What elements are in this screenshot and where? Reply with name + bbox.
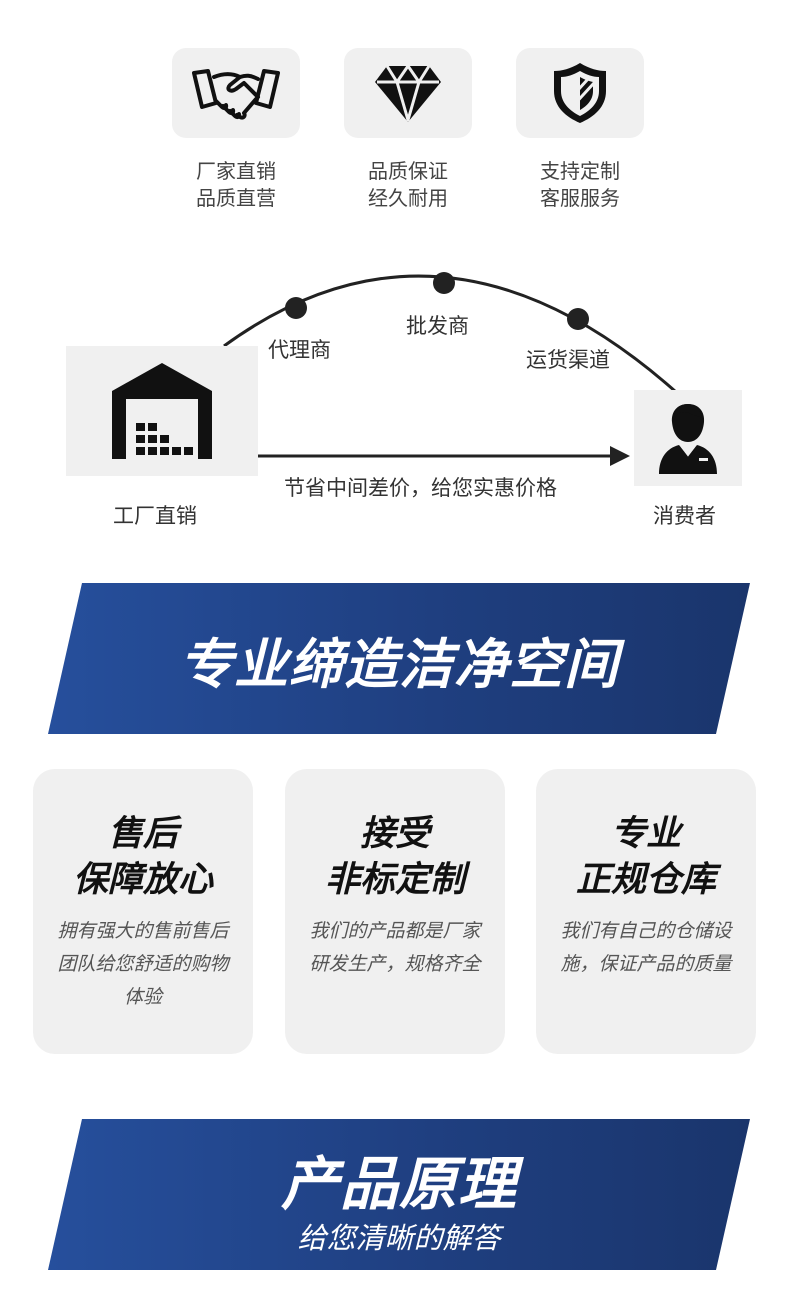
- wholesaler-label: 批发商: [406, 314, 469, 338]
- feature-line-1: 支持定制: [540, 159, 620, 183]
- feature-line-2: 品质直营: [196, 186, 276, 210]
- consumer-label: 消费者: [653, 504, 716, 528]
- feature-factory-direct: 厂家直销 品质直营: [172, 48, 300, 212]
- banner-title: 专业缔造洁净空间: [179, 633, 619, 696]
- card-title-line-1: 接受: [359, 814, 430, 854]
- card-title-line-2: 保障放心: [72, 860, 213, 900]
- diamond-icon: [375, 64, 441, 122]
- feature-line-2: 客服服务: [540, 186, 620, 210]
- card-description: 拥有强大的售前售后团队给您舒适的购物体验: [57, 920, 229, 1008]
- banner-clean-space: 专业缔造洁净空间: [48, 583, 750, 734]
- banner-title: 产品原理: [280, 1150, 517, 1218]
- card-description: 我们有自己的仓储设施，保证产品的质量: [560, 920, 732, 975]
- card-description: 我们的产品都是厂家研发生产，规格齐全: [309, 920, 481, 975]
- card-after-sales: 售后 保障放心 拥有强大的售前售后团队给您舒适的购物体验: [33, 769, 253, 1054]
- card-title-line-2: 正规仓库: [575, 860, 716, 900]
- feature-quality-guarantee: 品质保证 经久耐用: [344, 48, 472, 212]
- card-warehouse: 专业 正规仓库 我们有自己的仓储设施，保证产品的质量: [536, 769, 756, 1054]
- feature-icon-box: [516, 48, 644, 138]
- banner-product-principle: 产品原理 给您清晰的解答: [48, 1119, 750, 1270]
- warehouse-icon: [112, 363, 212, 459]
- wholesaler-dot: [433, 272, 455, 294]
- card-custom-order: 接受 非标定制 我们的产品都是厂家研发生产，规格齐全: [285, 769, 505, 1054]
- direct-note: 节省中间差价，给您实惠价格: [284, 476, 557, 500]
- agent-dot: [285, 297, 307, 319]
- handshake-icon: [192, 69, 280, 120]
- feature-line-1: 厂家直销: [196, 159, 276, 183]
- agent-label: 代理商: [268, 338, 331, 362]
- consumer-box: [634, 390, 742, 486]
- feature-custom-service: 支持定制 客服服务: [516, 48, 644, 212]
- channel-dot: [567, 308, 589, 330]
- card-title-line-1: 售后: [107, 814, 178, 854]
- banner-subtitle: 给您清晰的解答: [297, 1221, 501, 1255]
- feature-line-2: 经久耐用: [368, 186, 448, 210]
- channel-label: 运货渠道: [526, 348, 610, 372]
- user-icon: [659, 404, 717, 474]
- shield-icon: [554, 63, 606, 123]
- factory-box: [66, 346, 258, 476]
- feature-line-1: 品质保证: [368, 159, 448, 183]
- factory-label: 工厂直销: [113, 504, 197, 528]
- card-title-line-1: 专业: [610, 814, 681, 854]
- card-title-line-2: 非标定制: [324, 860, 465, 900]
- flow-diagram: [223, 272, 677, 466]
- feature-icon-box: [172, 48, 300, 138]
- direct-arrow-head: [610, 446, 630, 466]
- feature-icon-box: [344, 48, 472, 138]
